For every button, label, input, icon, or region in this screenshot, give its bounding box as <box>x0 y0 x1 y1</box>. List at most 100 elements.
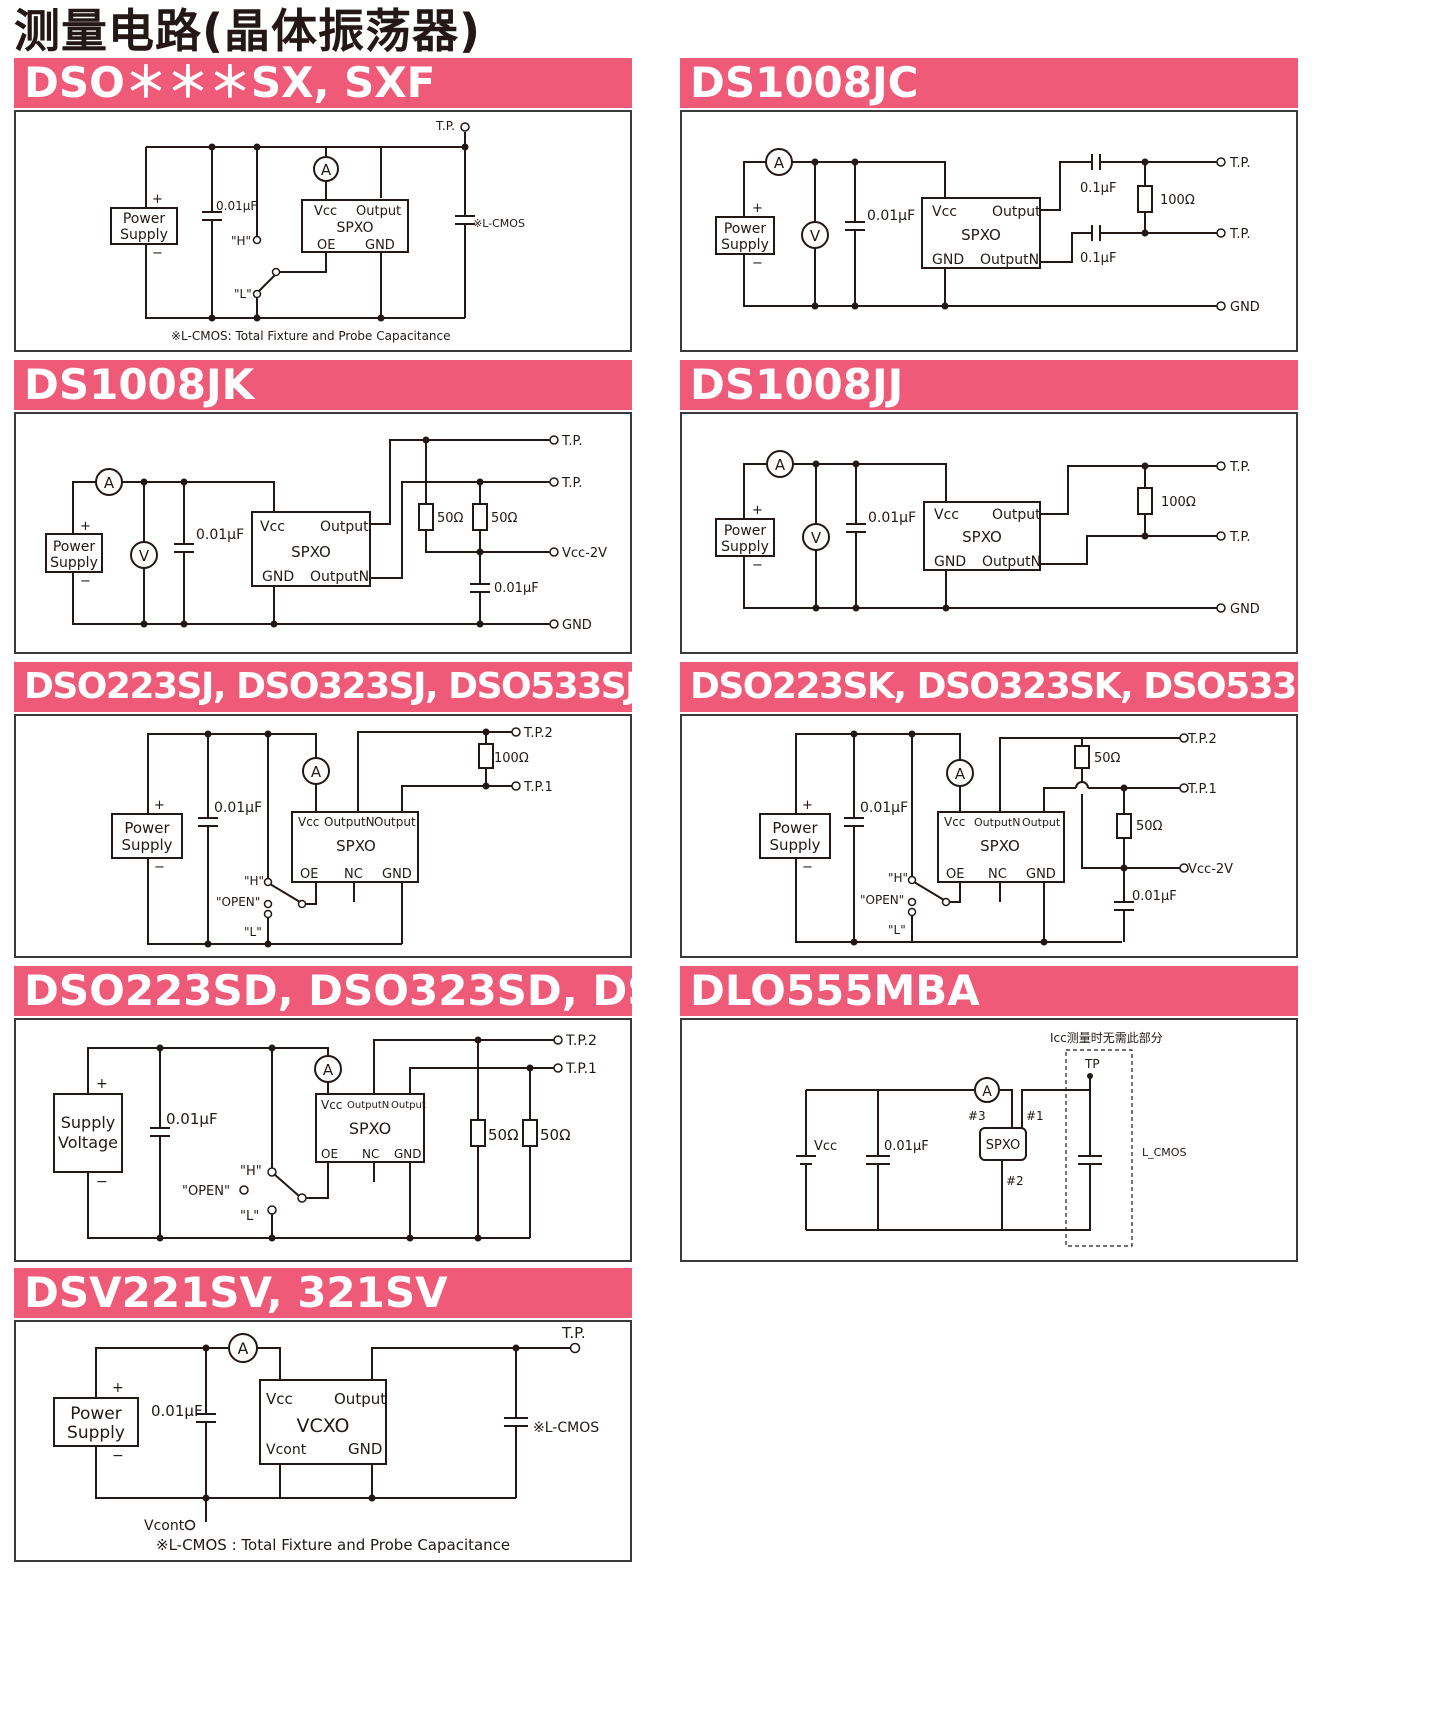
svg-text:#2: #2 <box>1006 1174 1024 1188</box>
svg-text:Output: Output <box>1022 816 1061 829</box>
svg-text:T.P.: T.P. <box>1229 460 1250 475</box>
resistor-50-b <box>522 1119 538 1147</box>
svg-text:GND: GND <box>1230 602 1260 617</box>
ammeter-icon: A <box>765 148 793 176</box>
spxo-chip <box>921 197 1041 269</box>
svg-text:V: V <box>811 529 822 547</box>
svg-text:GND: GND <box>934 554 966 570</box>
ammeter-icon: A <box>766 450 794 478</box>
section-banner-sv: DSV221SV, 321SV <box>14 1268 632 1318</box>
circuit-diagram-sj: A Power Supply + − 0.01μF Vcc OutputN Ou… <box>111 726 553 948</box>
svg-text:50Ω: 50Ω <box>488 1126 519 1144</box>
svg-text:Output: Output <box>320 519 369 535</box>
ammeter-icon: A <box>95 468 123 496</box>
circuit-panel-sj: A Power Supply + − 0.01μF Vcc OutputN Ou… <box>14 714 632 958</box>
power-supply-box <box>53 1397 139 1447</box>
svg-text:T.P.1: T.P.1 <box>565 1061 597 1077</box>
svg-text:SPXO: SPXO <box>291 543 331 561</box>
svg-text:A: A <box>955 765 966 783</box>
svg-text:Supply: Supply <box>67 1423 125 1443</box>
resistor-100 <box>1137 487 1153 515</box>
svg-text:"H": "H" <box>231 234 251 248</box>
svg-text:Vcc: Vcc <box>321 1098 342 1112</box>
svg-text:V: V <box>139 547 150 565</box>
circuit-diagram-jk: A V Power Supply + − 0.01μF Vcc Output S… <box>45 434 607 633</box>
section-banner-sj: DSO223SJ, DSO323SJ, DSO533SJ, DSO753SJ <box>14 662 632 712</box>
svg-text:T.P.2: T.P.2 <box>1187 732 1217 747</box>
svg-text:Vcc: Vcc <box>314 204 337 219</box>
svg-text:GND: GND <box>1230 300 1260 315</box>
svg-text:T.P.: T.P. <box>1229 227 1250 242</box>
svg-text:T.P.: T.P. <box>561 476 582 491</box>
section-banner-jc: DS1008JC <box>680 58 1298 108</box>
svg-text:SPXO: SPXO <box>986 1138 1020 1153</box>
power-supply-box <box>110 207 178 245</box>
svg-text:OutputN: OutputN <box>974 816 1020 829</box>
svg-text:Supply: Supply <box>61 1113 116 1132</box>
svg-text:0.01μF: 0.01μF <box>216 199 257 213</box>
svg-text:T.P.: T.P. <box>561 434 582 449</box>
svg-text:SPXO: SPXO <box>349 1119 391 1138</box>
svg-text:SPXO: SPXO <box>962 528 1002 546</box>
circuit-panel-sd: A Supply Voltage + − 0.01μF Vcc OutputN … <box>14 1018 632 1262</box>
svg-text:"OPEN": "OPEN" <box>182 1184 230 1199</box>
svg-text:Vcc: Vcc <box>932 204 957 220</box>
footnote: ※L-CMOS : Total Fixture and Probe Capaci… <box>156 1536 510 1554</box>
power-supply-box <box>715 216 775 255</box>
supply-voltage-box <box>53 1093 123 1173</box>
svg-text:−: − <box>96 1174 108 1190</box>
svg-text:100Ω: 100Ω <box>494 751 529 766</box>
svg-text:−: − <box>752 256 763 271</box>
svg-text:Supply: Supply <box>120 227 168 243</box>
svg-text:Vcc: Vcc <box>260 519 285 535</box>
svg-text:GND: GND <box>262 569 294 585</box>
svg-text:A: A <box>775 456 786 474</box>
ammeter-icon: A <box>228 1333 258 1363</box>
svg-text:Vcc: Vcc <box>298 815 319 829</box>
tp-terminal <box>460 122 470 132</box>
svg-text:A: A <box>321 161 332 179</box>
svg-text:Output: Output <box>992 204 1041 220</box>
page-title: 测量电路(晶体振荡器) <box>14 4 482 58</box>
svg-text:Power: Power <box>53 539 96 555</box>
power-supply-box <box>759 813 831 859</box>
svg-text:GND: GND <box>394 1147 422 1161</box>
svg-text:SPXO: SPXO <box>980 837 1020 855</box>
svg-text:50Ω: 50Ω <box>437 511 464 526</box>
svg-text:Vcc: Vcc <box>814 1139 837 1154</box>
section-banner-sd: DSO223SD, DSO323SD, DSO753SD <box>14 966 632 1016</box>
svg-text:−: − <box>152 246 163 261</box>
spxo-chip <box>301 199 409 253</box>
svg-text:A: A <box>982 1084 992 1100</box>
spxo-chip <box>937 811 1065 883</box>
svg-text:+: + <box>80 519 91 534</box>
svg-text:0.01μF: 0.01μF <box>884 1139 929 1154</box>
svg-text:TP: TP <box>1084 1057 1100 1071</box>
svg-text:T.P.: T.P. <box>1229 530 1250 545</box>
ammeter-icon: A <box>946 759 974 787</box>
svg-text:Power: Power <box>724 523 767 539</box>
svg-text:50Ω: 50Ω <box>540 1126 571 1144</box>
svg-text:Power: Power <box>70 1404 121 1424</box>
svg-text:Vcont: Vcont <box>266 1442 307 1458</box>
svg-text:50Ω: 50Ω <box>491 511 518 526</box>
svg-text:OE: OE <box>317 238 335 253</box>
resistor-100 <box>1137 185 1153 213</box>
svg-text:−: − <box>112 1448 124 1464</box>
svg-text:NC: NC <box>988 867 1007 882</box>
svg-text:OutputN: OutputN <box>324 815 375 829</box>
svg-text:50Ω: 50Ω <box>1094 751 1121 766</box>
voltmeter-icon: V <box>801 221 829 249</box>
circuit-diagram-sk: A Power Supply + − 0.01μF Vcc OutputN Ou… <box>759 730 1233 946</box>
circuit-diagram-sx: A Power Supply + − 0.01μF "H" "L" Vcc Ou… <box>110 119 525 343</box>
svg-text:Power: Power <box>123 211 166 227</box>
ammeter-icon: A <box>313 156 339 182</box>
circuit-panel-mba: A SPXO #3 #1 #2 Vcc 0.01μF TP L_CMOS Icc… <box>680 1018 1298 1262</box>
svg-text:A: A <box>774 154 785 172</box>
circuit-panel-jj: A V Power Supply + − 0.01μF Vcc Output S… <box>680 412 1298 654</box>
svg-text:OE: OE <box>946 867 964 882</box>
svg-text:+: + <box>752 201 763 216</box>
svg-text:Vcc-2V: Vcc-2V <box>1188 862 1233 877</box>
svg-text:A: A <box>311 763 322 781</box>
svg-text:T.P.2: T.P.2 <box>565 1033 597 1049</box>
